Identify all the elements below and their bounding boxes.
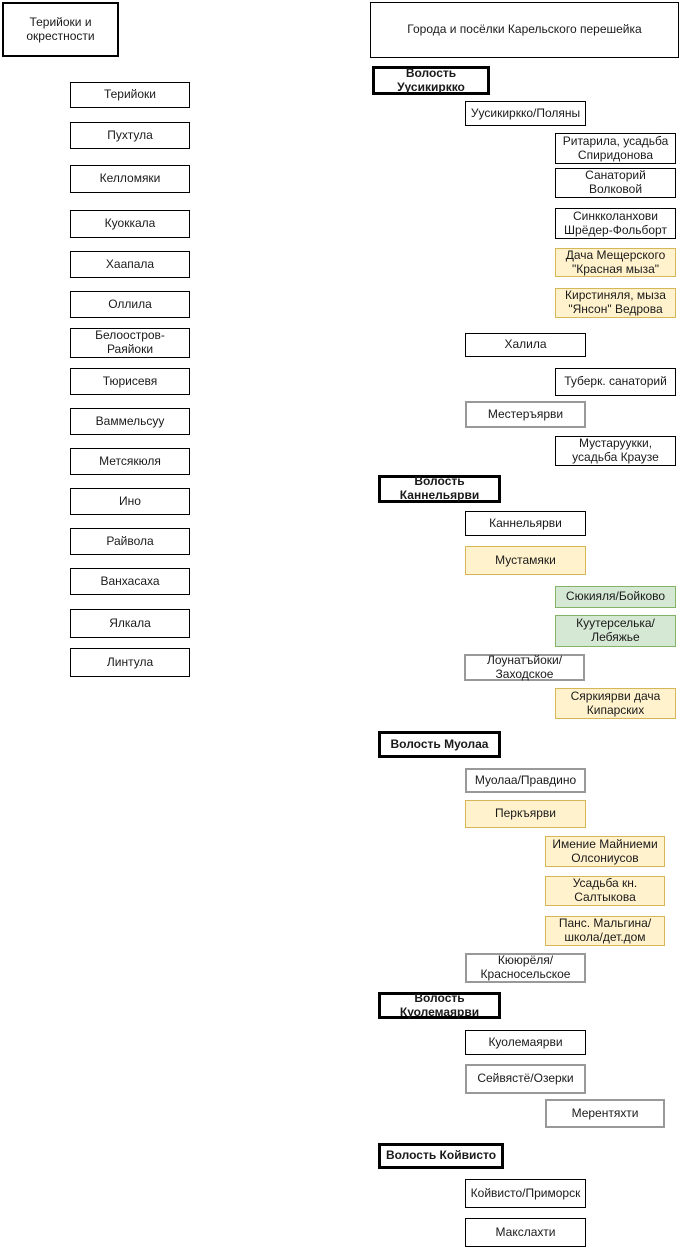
settlement-box: Куутерселька/Лебяжье xyxy=(555,615,676,647)
settlement-box: Мерентяхти xyxy=(545,1099,665,1128)
settlement-box: Куолемаярви xyxy=(465,1030,586,1055)
left-settlement-box: Пухтула xyxy=(70,122,190,149)
settlement-box: Муолаа/Правдино xyxy=(465,768,586,793)
left-settlement-box: Куоккала xyxy=(70,210,190,238)
left-settlement-box: Райвола xyxy=(70,528,190,555)
settlement-box: Макслахти xyxy=(465,1218,586,1247)
left-settlement-box: Ялкала xyxy=(70,609,190,638)
settlement-box: Синкколанхови Шрёдер-Фольборт xyxy=(555,208,676,239)
volost-header-box: Волость Уусикиркко xyxy=(372,66,490,95)
left-settlement-box: Оллила xyxy=(70,291,190,318)
left-column-title: Терийоки и окрестности xyxy=(2,2,119,57)
right-column-title: Города и посёлки Карельского перешейка xyxy=(370,2,679,58)
volost-header-box: Волость Куолемаярви xyxy=(378,991,501,1019)
left-settlement-box: Терийоки xyxy=(70,82,190,108)
settlement-box: Халила xyxy=(465,333,586,357)
volost-header-box: Волость Каннельярви xyxy=(378,474,501,503)
settlement-box: Ритарила, усадьба Спиридонова xyxy=(555,133,676,164)
settlement-box: Санаторий Волковой xyxy=(555,168,676,198)
volost-header-box: Волость Койвисто xyxy=(378,1143,504,1169)
settlement-box: Дача Мещерского "Красная мыза" xyxy=(555,248,676,277)
left-settlement-box: Метсякюля xyxy=(70,448,190,475)
left-settlement-box: Хаапала xyxy=(70,251,190,278)
settlement-box: Туберк. санаторий xyxy=(555,368,676,396)
settlement-box: Уусикиркко/Поляны xyxy=(465,101,586,126)
volost-header-box: Волость Муолаа xyxy=(378,731,501,758)
settlement-box: Перкъярви xyxy=(465,800,586,828)
settlement-box: Мустамяки xyxy=(465,546,586,575)
settlement-box: Койвисто/Приморск xyxy=(465,1179,586,1208)
settlement-box: Кююрёля/Красносельское xyxy=(465,953,586,983)
settlement-box: Усадьба кн. Салтыкова xyxy=(545,876,665,906)
settlement-box: Сюкияля/Бойково xyxy=(555,586,676,608)
settlement-box: Лоунатъйоки/Заходское xyxy=(464,653,585,681)
left-settlement-box: Тюрисевя xyxy=(70,368,190,395)
settlement-box: Местеръярви xyxy=(465,401,586,428)
left-settlement-box: Линтула xyxy=(70,648,190,677)
settlement-box: Мустаруукки, усадьба Краузе xyxy=(555,436,676,466)
settlement-box: Кирстиняля, мыза "Янсон" Ведрова xyxy=(555,288,676,318)
settlement-box: Сяркиярви дача Кипарских xyxy=(555,688,676,719)
left-settlement-box: Ваммельсуу xyxy=(70,408,190,435)
settlement-box: Сейвястё/Озерки xyxy=(465,1064,586,1094)
left-settlement-box: Келломяки xyxy=(70,165,190,193)
settlement-box: Имение Майниеми Олсониусов xyxy=(545,836,665,867)
left-settlement-box: Ванхасаха xyxy=(70,568,190,595)
left-settlement-box: Ино xyxy=(70,488,190,515)
settlement-box: Каннельярви xyxy=(465,511,586,536)
left-settlement-box: Белоостров-Раяйоки xyxy=(70,328,190,358)
settlement-box: Панс. Мальгина/школа/дет.дом xyxy=(545,916,665,946)
